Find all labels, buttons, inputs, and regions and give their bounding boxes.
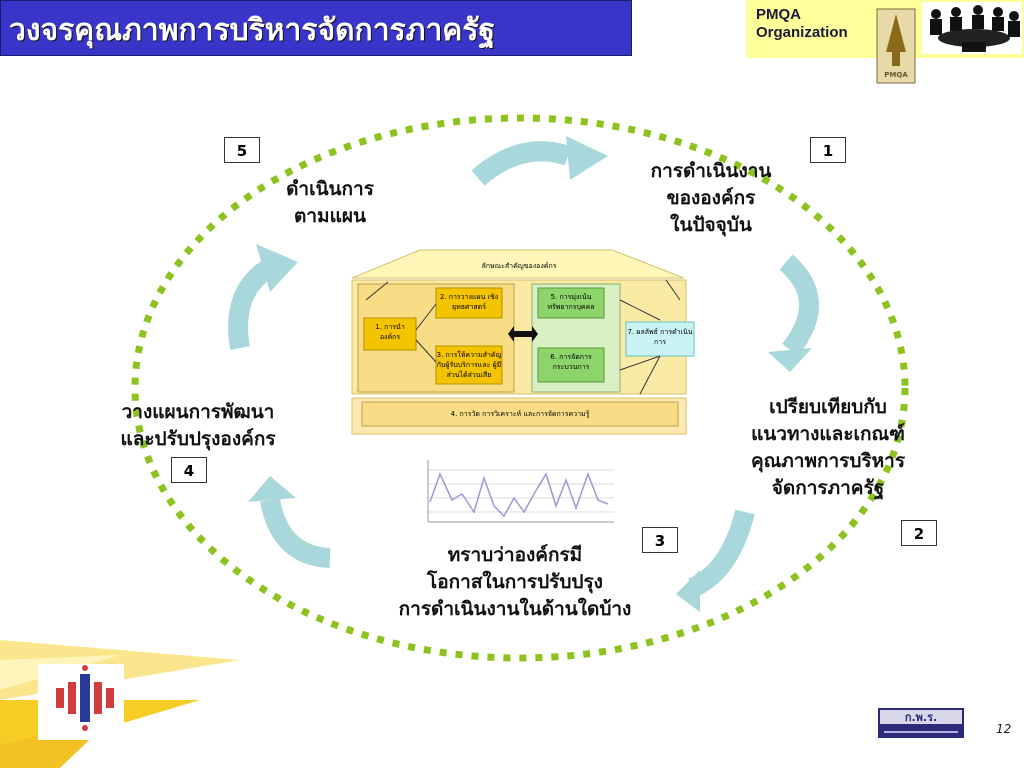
- arrow-4-to-5-icon: [228, 257, 278, 350]
- pmqa-framework-image: [351, 249, 695, 435]
- pmqa-logo-text: PMQA: [884, 71, 908, 79]
- pmqa-line1: PMQA: [756, 6, 801, 23]
- step-1-label: การดำเนินงาน ขององค์กร ในปัจจุบัน: [650, 160, 772, 236]
- step-5-label: ดำเนินการ ตามแผน: [286, 178, 374, 227]
- ocsc-logo: ก.พ.ร.: [878, 708, 964, 738]
- step-5-number: 5: [224, 137, 260, 163]
- framework-box-6: 6. การจัดการ กระบวนการ: [550, 353, 592, 371]
- step-4-label: วางแผนการพัฒนา และปรับปรุงองค์กร: [120, 401, 276, 450]
- cycle-ellipse: [131, 114, 909, 662]
- step-4-number: 4: [171, 457, 207, 483]
- framework-box-3: 3. การให้ความสำคัญ กับผู้รับบริการและ ผู…: [436, 351, 502, 379]
- title-bar: วงจรคุณภาพการบริหารจัดการภาครัฐ: [0, 0, 632, 56]
- arrow-3-to-4-icon: [260, 497, 331, 568]
- svg-text:ก.พ.ร.: ก.พ.ร.: [905, 711, 937, 724]
- step-3-label: ทราบว่าองค์กรมี โอกาสในการปรับปรุง การดำ…: [398, 544, 632, 620]
- framework-box-2: 2. การวางแผน เชิงยุทธศาสตร์: [439, 293, 499, 311]
- step-2-number: 2: [901, 520, 937, 546]
- step-1-number: 1: [810, 137, 846, 163]
- arrow-5-to-1-icon: [471, 141, 572, 186]
- step-2-label: เปรียบเทียบกับ แนวทางและเกณฑ์ คุณภาพการบ…: [750, 396, 906, 499]
- pmqa-badge: PMQA Organization PMQA: [746, 0, 1024, 84]
- ministry-logo: [38, 664, 124, 740]
- pmqa-line2: Organization: [756, 24, 848, 41]
- page-number: 12: [996, 722, 1012, 736]
- framework-box-4: 4. การวัด การวิเคราะห์ และการจัดการความร…: [450, 410, 590, 418]
- framework-box-5: 5. การมุ่งเน้น ทรัพยากรบุคคล: [547, 293, 595, 311]
- meeting-people-icon: [922, 2, 1022, 54]
- framework-top-label: ลักษณะสำคัญขององค์กร: [481, 262, 557, 270]
- arrow-1-to-2-icon: [779, 254, 819, 357]
- page-title: วงจรคุณภาพการบริหารจัดการภาครัฐ: [9, 13, 496, 48]
- step-3-number: 3: [642, 527, 678, 553]
- framework-box-1: 1. การนำ องค์กร: [375, 323, 405, 341]
- framework-box-7: 7. ผลลัพธ์ การดำเนินการ: [627, 328, 693, 346]
- pmqa-logo-icon: PMQA: [876, 8, 916, 84]
- trend-chart-image: [426, 458, 614, 526]
